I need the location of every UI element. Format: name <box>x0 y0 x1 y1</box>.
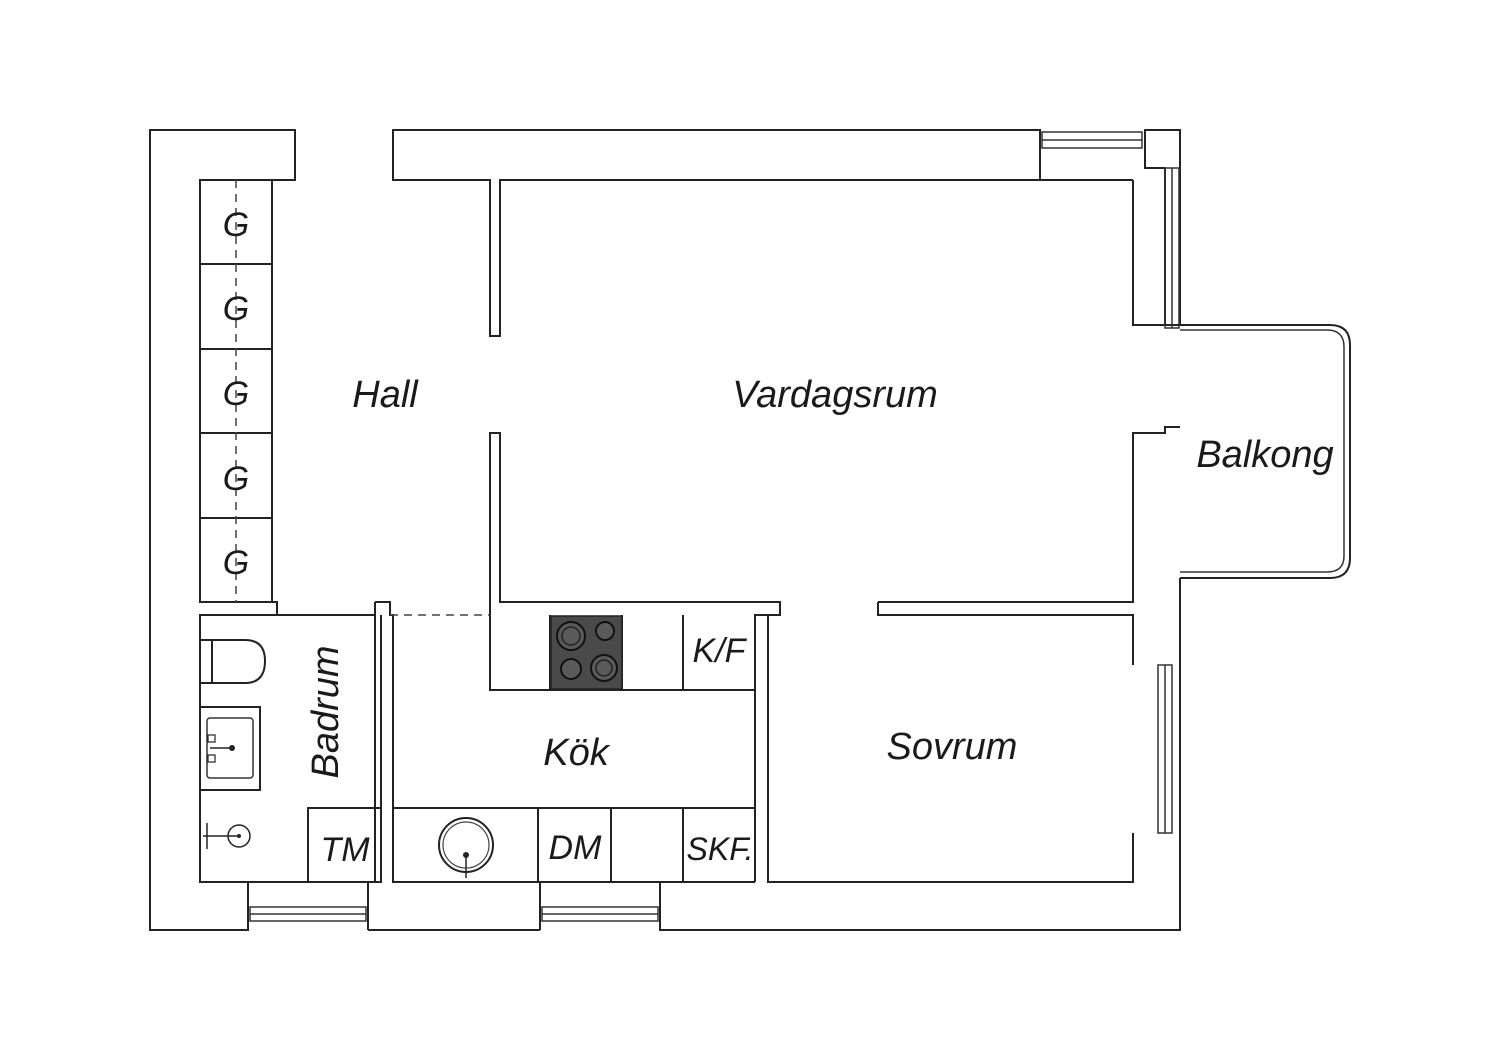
room-label-vardagsrum: Vardagsrum <box>732 374 938 416</box>
kitchen-sink-icon <box>438 817 494 878</box>
interior-walls <box>200 426 1180 883</box>
outer-walls <box>149 129 1181 931</box>
stove-icon <box>550 615 623 690</box>
room-label-balkong: Balkong <box>1196 434 1333 476</box>
room-label-badrum: Badrum <box>305 645 347 778</box>
fridge-freezer-label: K/F <box>693 632 748 670</box>
wardrobe-label: G <box>223 544 249 582</box>
dishwasher-label: DM <box>549 829 603 867</box>
washbasin-icon <box>199 706 261 791</box>
toilet-icon <box>200 639 267 684</box>
cabinet-label: SKF. <box>687 831 754 867</box>
wardrobe-label: G <box>223 460 249 498</box>
wardrobe-label: G <box>223 375 249 413</box>
fixture-labels: G G G G G K/F DM SKF. TM <box>223 206 754 869</box>
bathroom-fixtures <box>199 639 382 883</box>
wardrobe-label: G <box>223 290 249 328</box>
wardrobe-block <box>199 179 273 603</box>
washing-machine-label: TM <box>320 831 370 869</box>
shower-icon <box>203 823 251 849</box>
wardrobe-label: G <box>223 206 249 244</box>
windows <box>249 131 1180 922</box>
room-label-kok: Kök <box>543 732 610 774</box>
balcony <box>1180 324 1351 579</box>
room-label-sovrum: Sovrum <box>887 726 1018 768</box>
room-labels: Hall Vardagsrum Balkong Kök Sovrum Badru… <box>305 374 1334 779</box>
room-label-hall: Hall <box>352 374 419 416</box>
